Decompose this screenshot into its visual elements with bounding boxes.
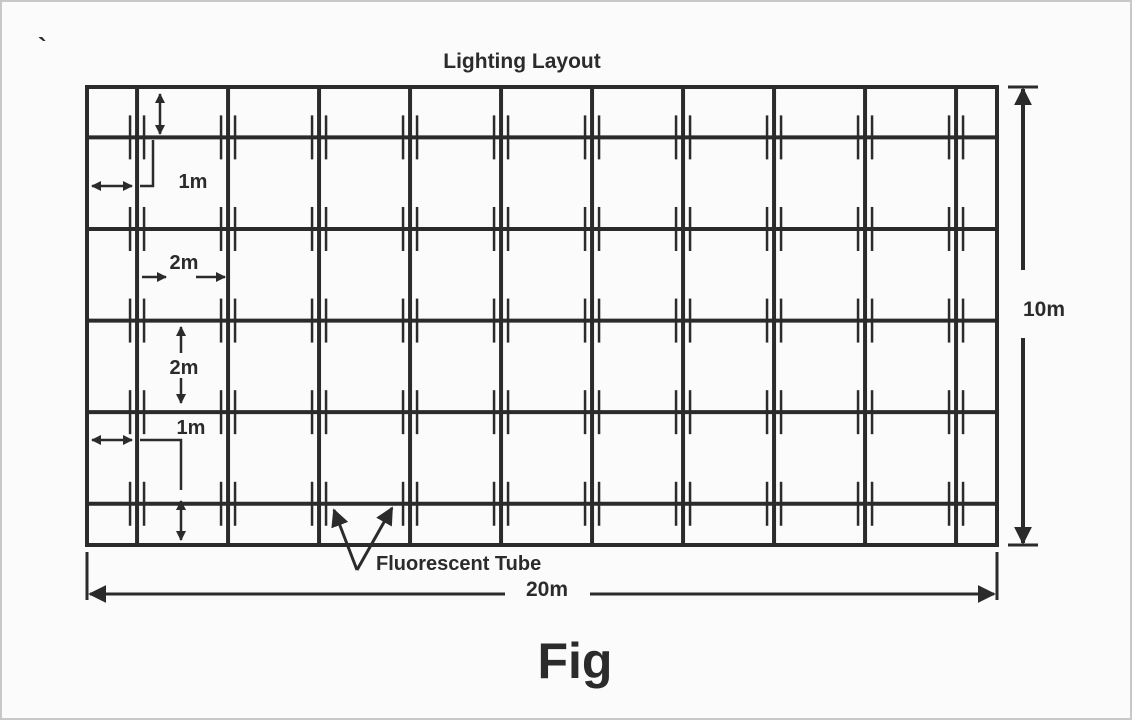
fluorescent-tubes	[128, 115, 965, 526]
end-offset-leader	[140, 140, 155, 188]
side-offset-label: 1m	[177, 417, 206, 439]
luminaire-grid	[87, 87, 997, 545]
vertical-spacing-label: 2m	[170, 357, 199, 379]
tube-pointer-right	[355, 506, 394, 571]
corner-mark: `	[38, 32, 47, 62]
horizontal-spacing-label: 2m	[170, 252, 199, 274]
length-dimension: 20m	[85, 552, 999, 603]
fluorescent-tube-callout: Fluorescent Tube	[331, 506, 541, 575]
diagram-title: Lighting Layout	[443, 50, 600, 73]
room-outline	[85, 85, 999, 547]
end-offset-label: 1m	[179, 171, 208, 193]
length-label: 20m	[526, 578, 568, 601]
width-label: 10m	[1023, 298, 1065, 321]
figure-caption: Fig	[538, 633, 613, 689]
fluorescent-tube-label: Fluorescent Tube	[376, 553, 541, 575]
side-offset-leader	[140, 438, 183, 490]
width-dimension: 10m	[1008, 85, 1065, 547]
tube-pointer-left	[331, 508, 359, 571]
